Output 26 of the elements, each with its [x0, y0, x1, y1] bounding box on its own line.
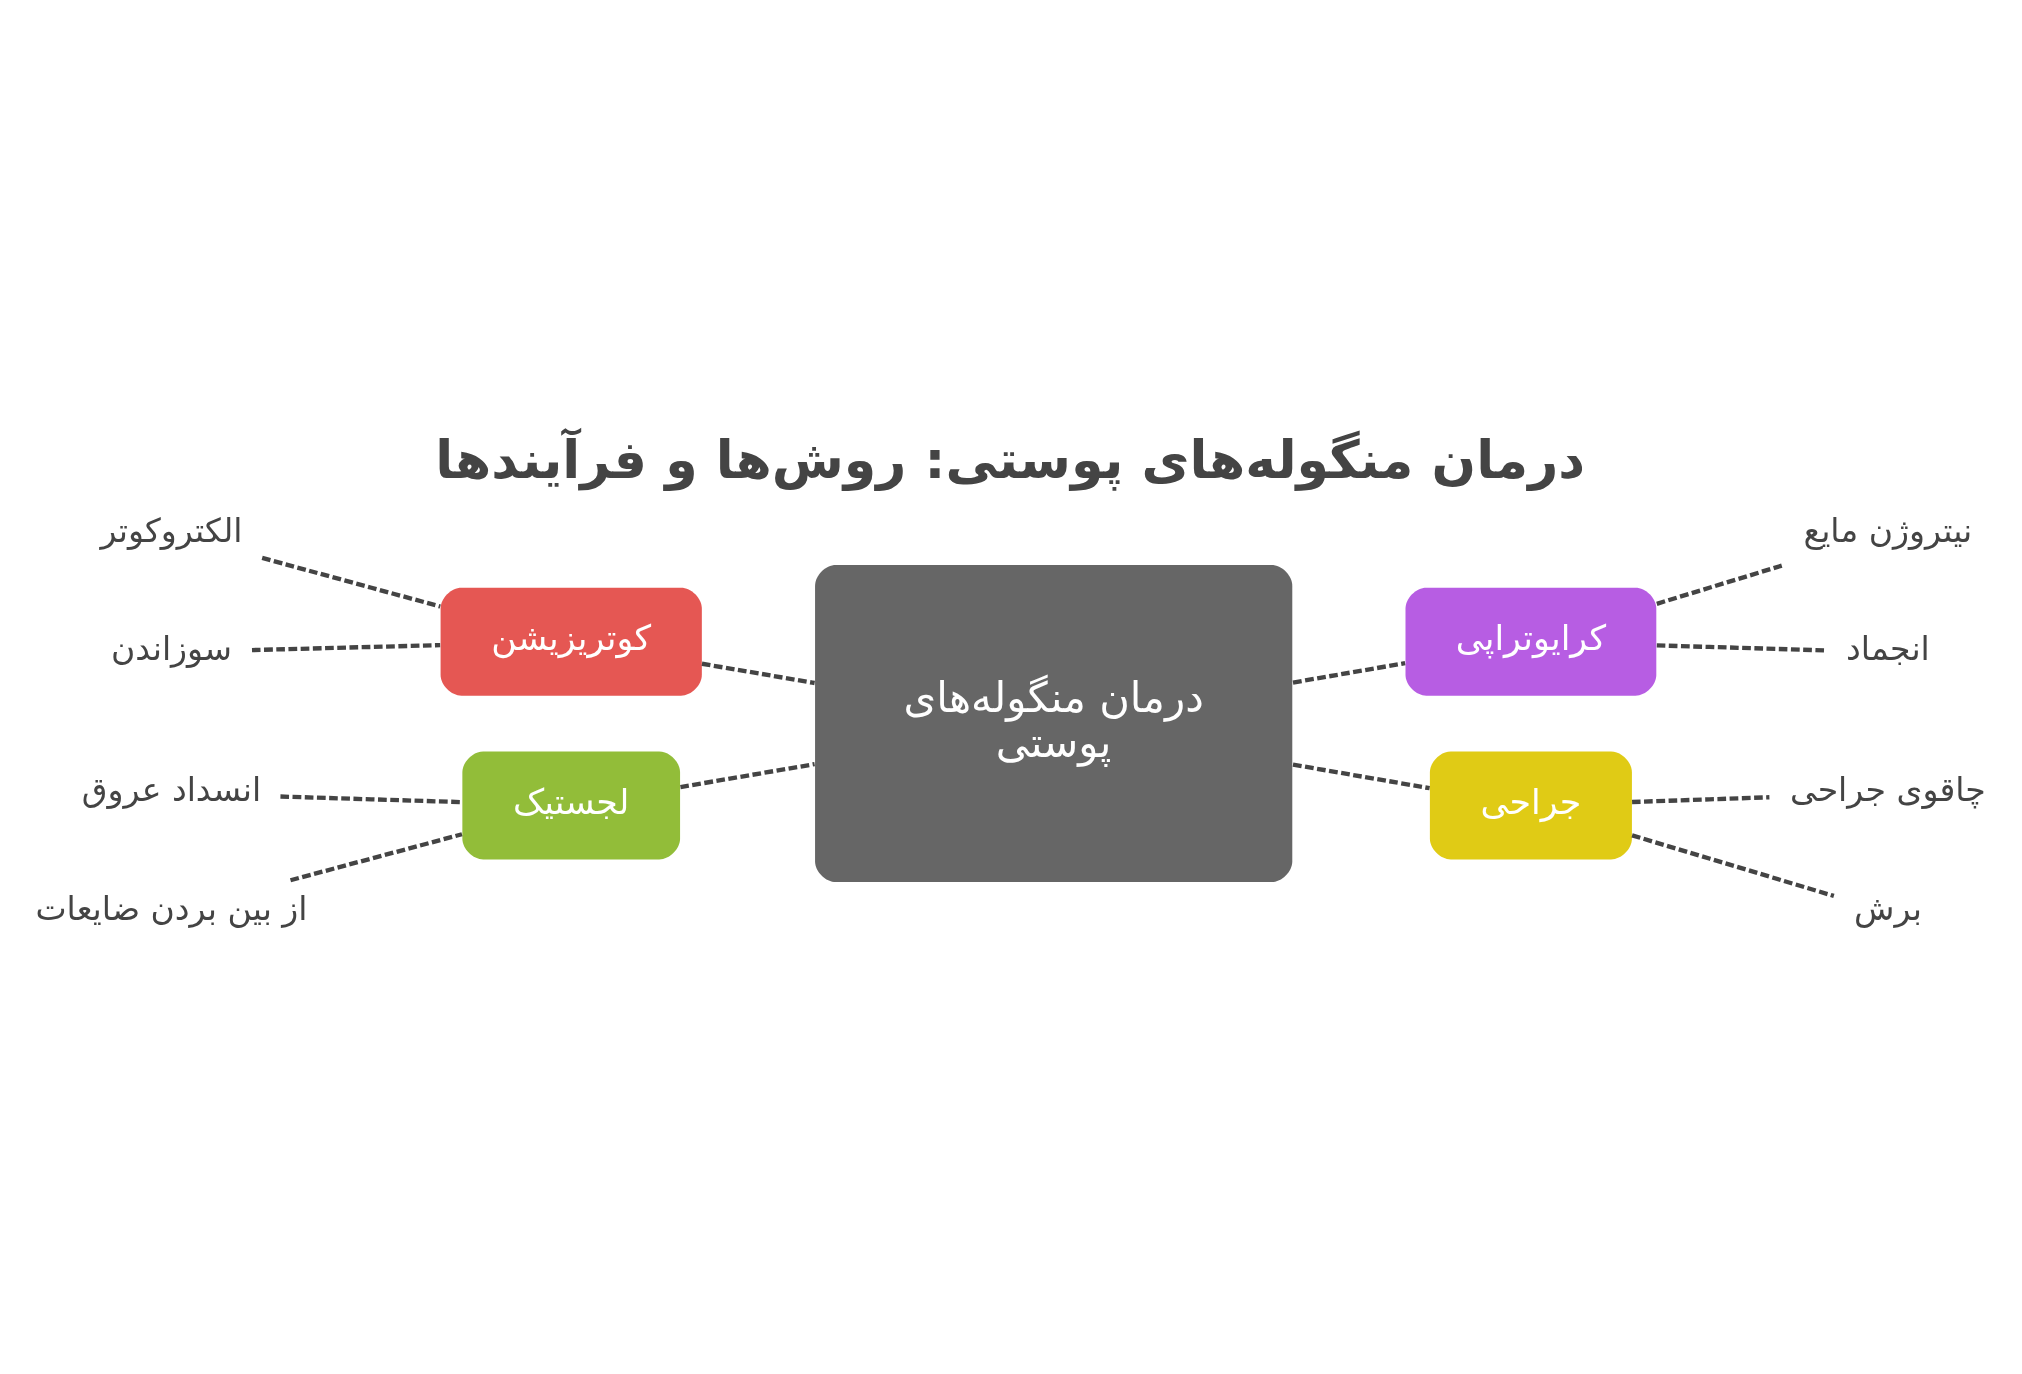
diagram-title: درمان منگوله‌های پوستی: روش‌ها و فرآیندها — [435, 429, 1586, 490]
node-text: برش — [1854, 888, 1922, 928]
connector — [280, 794, 463, 805]
node-box: کرایوتراپی — [1405, 587, 1657, 696]
connector — [1292, 661, 1406, 685]
node-box: لجستیک — [462, 751, 681, 860]
connector — [261, 555, 441, 609]
connector — [701, 661, 815, 686]
node-text: از بین بردن ضایعات — [35, 888, 308, 928]
node-box: کوتریزیشن — [440, 587, 702, 696]
connector — [1292, 762, 1430, 791]
connector — [251, 642, 441, 653]
connector — [1656, 563, 1785, 606]
node-text: سوزاندن — [111, 629, 232, 669]
node-text: الکتروکوتر — [100, 510, 243, 550]
node-box: جراحی — [1429, 751, 1632, 860]
connector — [1632, 795, 1770, 805]
node-text: چاقوی جراحی — [1790, 770, 1986, 810]
connector — [1656, 643, 1826, 653]
connector — [1631, 833, 1835, 899]
connector — [289, 832, 463, 883]
node-box: درمان منگوله‌های پوستی — [815, 565, 1293, 883]
connector — [680, 762, 815, 790]
node-text: انجماد — [1846, 629, 1930, 669]
node-text: نیتروژن مایع — [1803, 510, 1973, 550]
node-text: انسداد عروق — [81, 770, 262, 810]
